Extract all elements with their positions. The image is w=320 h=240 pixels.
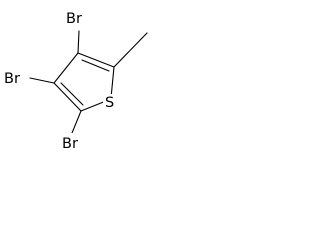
double-bond-c2-c3-inner <box>81 59 110 72</box>
atom-br-top: Br <box>66 11 82 27</box>
atom-br-left: Br <box>4 71 20 87</box>
tetrabromothiophene-structure: Br Br S Br <box>3 8 148 153</box>
bond-c5-br <box>71 110 82 134</box>
bond-c4-br <box>29 77 55 84</box>
bond-c2-methyl <box>113 32 148 68</box>
double-bond-c4-c5-inner <box>60 82 84 106</box>
chemical-structure-canvas: Br Br S Br <box>0 0 151 157</box>
bond-c2-c3 <box>77 52 115 68</box>
bond-c5-s <box>80 100 107 112</box>
bond-c3-br <box>77 30 80 54</box>
atom-sulfur: S <box>105 95 114 111</box>
bond-c3-c4 <box>53 52 79 84</box>
bond-c4-c5 <box>53 82 82 112</box>
bond-s-c2 <box>110 66 115 99</box>
atom-br-bottom: Br <box>62 136 78 152</box>
